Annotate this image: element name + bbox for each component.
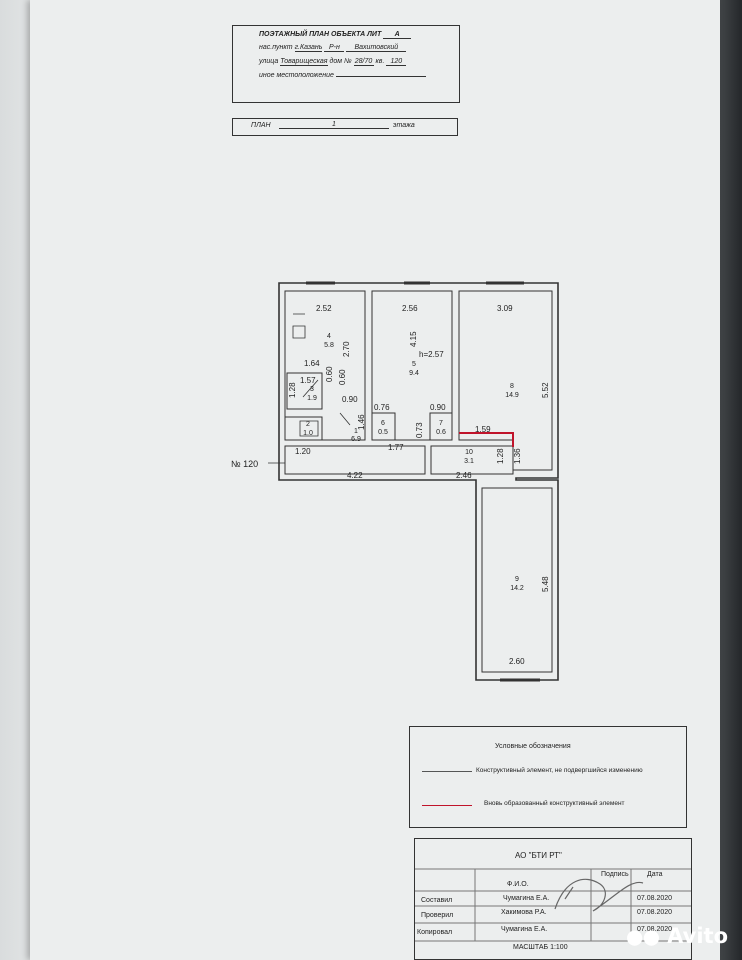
legend-item-new: Вновь образованный конструктивный элемен… bbox=[484, 800, 625, 807]
dim-1-46: 1.46 bbox=[357, 414, 366, 430]
header-title-text: ПОЭТАЖНЫЙ ПЛАН ОБЪЕКТА ЛИТ bbox=[259, 31, 382, 38]
room-2-num: 2 bbox=[306, 421, 310, 428]
room-5-area: 9.4 bbox=[409, 370, 419, 377]
room-3-area: 1.9 bbox=[307, 395, 317, 402]
room-4-area: 5.8 bbox=[324, 342, 334, 349]
stamp-org: АО "БТИ РТ" bbox=[515, 851, 562, 860]
avito-watermark: ⬤⬤ Avito bbox=[626, 924, 728, 948]
room-8-area: 14.9 bbox=[505, 392, 519, 399]
ceiling-height: h=2.57 bbox=[419, 350, 444, 359]
avito-dots-icon: ⬤⬤ bbox=[626, 928, 660, 946]
stamp-scale: МАСШТАБ 1:100 bbox=[513, 944, 568, 951]
dim-0-90-a: 0.90 bbox=[342, 395, 358, 404]
header-title: ПОЭТАЖНЫЙ ПЛАН ОБЪЕКТА ЛИТ А bbox=[259, 31, 412, 39]
dim-4-15: 4.15 bbox=[409, 331, 418, 347]
street-value: Товарищеская bbox=[280, 58, 328, 66]
room-7-area: 0.6 bbox=[436, 429, 446, 436]
dim-0-73: 0.73 bbox=[415, 422, 424, 438]
room-10-area: 3.1 bbox=[464, 458, 474, 465]
dim-1-59: 1.59 bbox=[475, 425, 491, 434]
stamp-col-sign: Подпись bbox=[601, 871, 629, 878]
stamp-row-date-2: 07.08.2020 bbox=[637, 909, 673, 916]
room-7-num: 7 bbox=[439, 420, 443, 427]
room-9-num: 9 bbox=[515, 576, 519, 583]
plan-floor-value: 1 bbox=[279, 121, 389, 129]
stamp-row-role-1: Составил bbox=[421, 897, 453, 904]
dim-5-48: 5.48 bbox=[541, 576, 550, 592]
district-prefix: Р-н bbox=[324, 44, 345, 52]
room-8-num: 8 bbox=[510, 383, 514, 390]
stamp-row-date-3: 07.08.2020 bbox=[637, 926, 673, 933]
room-4-num: 4 bbox=[327, 333, 331, 340]
dim-1-36: 1.36 bbox=[513, 448, 522, 464]
flat-label: кв. bbox=[375, 58, 385, 65]
stamp-row-role-3: Копировал bbox=[417, 929, 453, 936]
stamp-row-name-2: Хакимова Р.А. bbox=[501, 909, 547, 916]
plan-suffix: этажа bbox=[393, 122, 415, 129]
room-5-num: 5 bbox=[412, 361, 416, 368]
settlement-value: г.Казань bbox=[294, 44, 323, 52]
room-1-num: 1 bbox=[354, 428, 358, 435]
stamp-row-name-1: Чумагина Е.А. bbox=[503, 895, 550, 902]
dim-2-60: 2.60 bbox=[509, 657, 525, 666]
room-2-area: 1.0 bbox=[303, 430, 313, 437]
district-value: Вахитовский bbox=[346, 44, 407, 52]
stamp-row-role-2: Проверил bbox=[421, 912, 454, 919]
other-location-label: иное местоположение bbox=[259, 72, 334, 79]
legend-line-new bbox=[422, 805, 472, 806]
avito-watermark-text: Avito bbox=[667, 924, 728, 948]
plan-floor-box: ПЛАН 1 этажа bbox=[232, 118, 458, 136]
dim-0-76: 0.76 bbox=[374, 403, 390, 412]
dim-0-90-b: 0.90 bbox=[430, 403, 446, 412]
legend-box: Условные обозначения Конструктивный элем… bbox=[409, 726, 687, 828]
room-9-area: 14.2 bbox=[510, 585, 524, 592]
dim-0-60-b: 0.60 bbox=[338, 369, 347, 385]
stamp-col-date: Дата bbox=[647, 871, 663, 878]
legend-item-existing: Конструктивный элемент, не подвергшийся … bbox=[476, 767, 643, 774]
room-6-area: 0.5 bbox=[378, 429, 388, 436]
apartment-label: № 120 bbox=[231, 459, 258, 469]
title-block: АО "БТИ РТ" Ф.И.О. Подпись Дата Составил… bbox=[414, 838, 692, 960]
flat-value: 120 bbox=[386, 58, 407, 66]
stamp-row-name-3: Чумагина Е.А. bbox=[501, 926, 548, 933]
dim-3-09: 3.09 bbox=[497, 304, 513, 313]
room-10-num: 10 bbox=[465, 449, 473, 456]
dim-1-57: 1.57 bbox=[300, 376, 316, 385]
legend-title: Условные обозначения bbox=[495, 743, 571, 750]
dim-4-22: 4.22 bbox=[347, 471, 363, 480]
header-settlement-line: нас.пункт г.Казань Р-н Вахитовский bbox=[259, 44, 407, 52]
street-label: улица bbox=[259, 58, 279, 65]
other-location-value bbox=[335, 76, 426, 77]
dim-5-52: 5.52 bbox=[541, 382, 550, 398]
dim-1-64: 1.64 bbox=[304, 359, 320, 368]
stamp-row-date-1: 07.08.2020 bbox=[637, 895, 673, 902]
plan-label: ПЛАН bbox=[251, 122, 271, 129]
room-1-area: 6.9 bbox=[351, 436, 361, 443]
room-3-num: 3 bbox=[310, 386, 314, 393]
dim-2-56: 2.56 bbox=[402, 304, 418, 313]
house-label: дом № bbox=[329, 58, 352, 65]
stamp-col-fio: Ф.И.О. bbox=[507, 881, 529, 888]
dim-1-28: 1.28 bbox=[288, 382, 297, 398]
dim-2-52: 2.52 bbox=[316, 304, 332, 313]
legend-line-existing bbox=[422, 771, 472, 772]
dim-1-20: 1.20 bbox=[295, 447, 311, 456]
house-value: 28/70 bbox=[353, 58, 374, 66]
dim-1-28-b: 1.28 bbox=[496, 448, 505, 464]
settlement-label: нас.пункт bbox=[259, 44, 293, 51]
dim-0-60-a: 0.60 bbox=[325, 366, 334, 382]
signature-mark bbox=[415, 868, 691, 942]
room-6-num: 6 bbox=[381, 420, 385, 427]
header-box: ПОЭТАЖНЫЙ ПЛАН ОБЪЕКТА ЛИТ А нас.пункт г… bbox=[232, 25, 460, 103]
plan-walls bbox=[278, 281, 559, 682]
dim-2-70: 2.70 bbox=[342, 341, 351, 357]
header-street-line: улица Товарищеская дом № 28/70 кв. 120 bbox=[259, 58, 407, 66]
header-other-line: иное местоположение bbox=[259, 72, 426, 79]
dim-2-46: 2.46 bbox=[456, 471, 472, 480]
dim-1-77: 1.77 bbox=[388, 443, 404, 452]
header-lit: А bbox=[383, 31, 412, 39]
new-wall-red bbox=[459, 432, 514, 447]
